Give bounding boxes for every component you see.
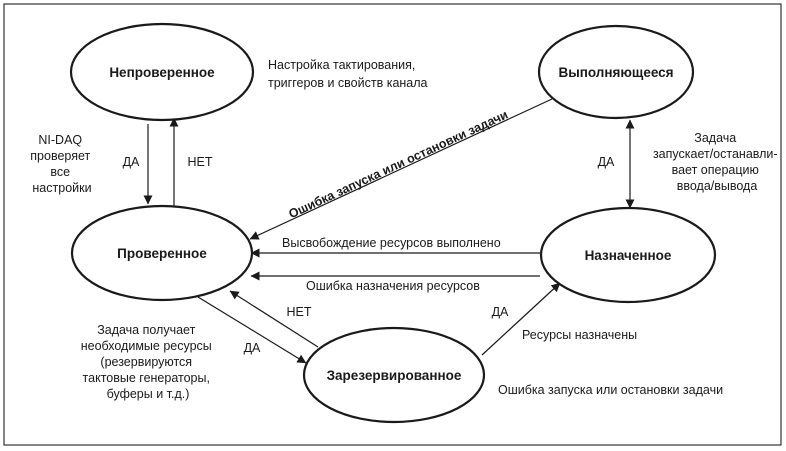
- commit-error-label: Ошибка назначения ресурсов: [306, 279, 480, 293]
- start-stop-error-diagonal: Ошибка запуска или остановки задачи: [286, 107, 510, 221]
- label-yes-bottom: ДА: [244, 341, 261, 355]
- nidaq-note: NI-DAQ проверяет все настройки: [30, 133, 93, 195]
- diagram-frame: [3, 3, 782, 446]
- node-unverified: Непроверенное: [69, 22, 255, 122]
- edge-verified-to-reserved: [197, 296, 307, 364]
- node-running: Выполняющееся: [537, 24, 695, 120]
- label-yes-right: ДА: [598, 155, 615, 169]
- unverified-note: Настройка тактирования, триггеров и свой…: [268, 58, 428, 90]
- edge-running-to-verified: [249, 98, 553, 240]
- node-reserved-label: Зарезервированное: [327, 368, 462, 383]
- label-no-bottom: НЕТ: [287, 305, 312, 319]
- node-verified-label: Проверенное: [117, 246, 207, 261]
- edge-reserved-to-committed: [481, 282, 561, 356]
- start-stop-error-bottom: Ошибка запуска или остановки задачи: [498, 383, 723, 397]
- node-committed: Назначенное: [539, 206, 717, 304]
- node-committed-label: Назначенное: [585, 248, 672, 263]
- label-yes-committed: ДА: [492, 305, 509, 319]
- label-no-top: НЕТ: [188, 155, 213, 169]
- resources-assigned-label: Ресурсы назначены: [522, 328, 637, 342]
- release-done-label: Высвобождение ресурсов выполнено: [282, 236, 501, 250]
- task-io-note: Задача запускает/останавли- вает операци…: [653, 131, 781, 193]
- node-unverified-label: Непроверенное: [109, 65, 215, 80]
- edge-reserved-to-verified: [229, 290, 319, 348]
- task-resources-note: Задача получает необходимые ресурсы (рез…: [81, 323, 216, 401]
- label-yes-left: ДА: [123, 155, 140, 169]
- node-reserved: Зарезервированное: [302, 326, 486, 424]
- node-verified: Проверенное: [70, 204, 254, 302]
- node-running-label: Выполняющееся: [558, 65, 673, 80]
